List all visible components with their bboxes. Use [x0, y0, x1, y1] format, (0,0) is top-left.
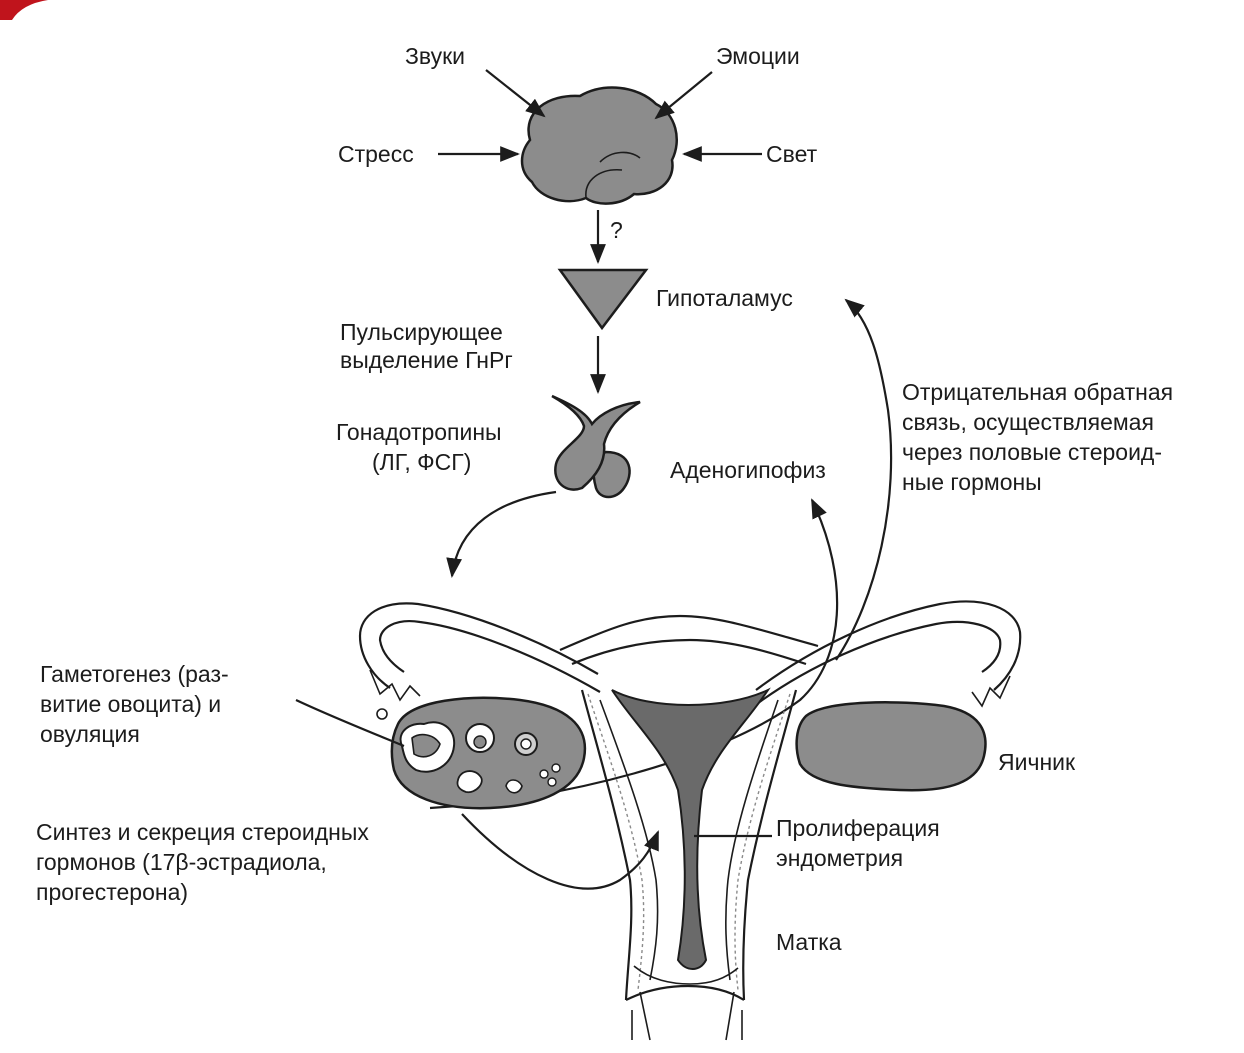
gametogenesis-leader-line [296, 700, 404, 746]
feedback-label-line2: связь, осуществляемая [902, 409, 1154, 435]
light-label: Свет [766, 141, 818, 167]
gametogenesis-label-line3: овуляция [40, 721, 140, 747]
ovary-label: Яичник [998, 749, 1076, 775]
feedback-label-line3: через половые стероид- [902, 439, 1162, 465]
emotions-arrow [656, 72, 712, 118]
gametogenesis-label-line2: витие овоцита) и [40, 691, 221, 717]
proliferation-label-line2: эндометрия [776, 845, 903, 871]
feedback-label-line4: ные гормоны [902, 469, 1042, 495]
proliferation-label-line1: Пролиферация [776, 815, 940, 841]
feedback-label-line1: Отрицательная обратная [902, 379, 1173, 405]
synthesis-label-line2: гормонов (17β-эстрадиола, [36, 849, 327, 875]
stress-label: Стресс [338, 141, 414, 167]
right-ovary-icon [797, 702, 986, 790]
hypothalamus-icon [560, 270, 646, 328]
synthesis-label-line1: Синтез и секреция стероидных [36, 819, 369, 845]
question-mark: ? [610, 217, 623, 243]
brain-icon [522, 88, 677, 204]
hypothalamus-label: Гипоталамус [656, 285, 793, 311]
corner-mark [0, 0, 48, 20]
uterus-label: Матка [776, 929, 842, 955]
gametogenesis-label-line1: Гаметогенез (раз- [40, 661, 229, 687]
gonadotropins-label-line1: Гонадотропины [336, 419, 502, 445]
synthesis-label-line3: прогестерона) [36, 879, 188, 905]
feedback-to-hypothalamus-curve [836, 300, 891, 660]
sounds-label: Звуки [405, 43, 465, 69]
pituitary-to-uterus-arrow [452, 492, 556, 576]
sounds-arrow [486, 70, 544, 116]
pituitary-icon [552, 396, 640, 497]
gonadotropins-label-line2: (ЛГ, ФСГ) [372, 449, 471, 475]
gnrh-label-line2: выделение ГнРг [340, 347, 513, 373]
left-ovary-icon [377, 698, 585, 808]
adenohypophysis-label: Аденогипофиз [670, 457, 826, 483]
emotions-label: Эмоции [716, 43, 800, 69]
gnrh-label-line1: Пульсирующее [340, 319, 503, 345]
